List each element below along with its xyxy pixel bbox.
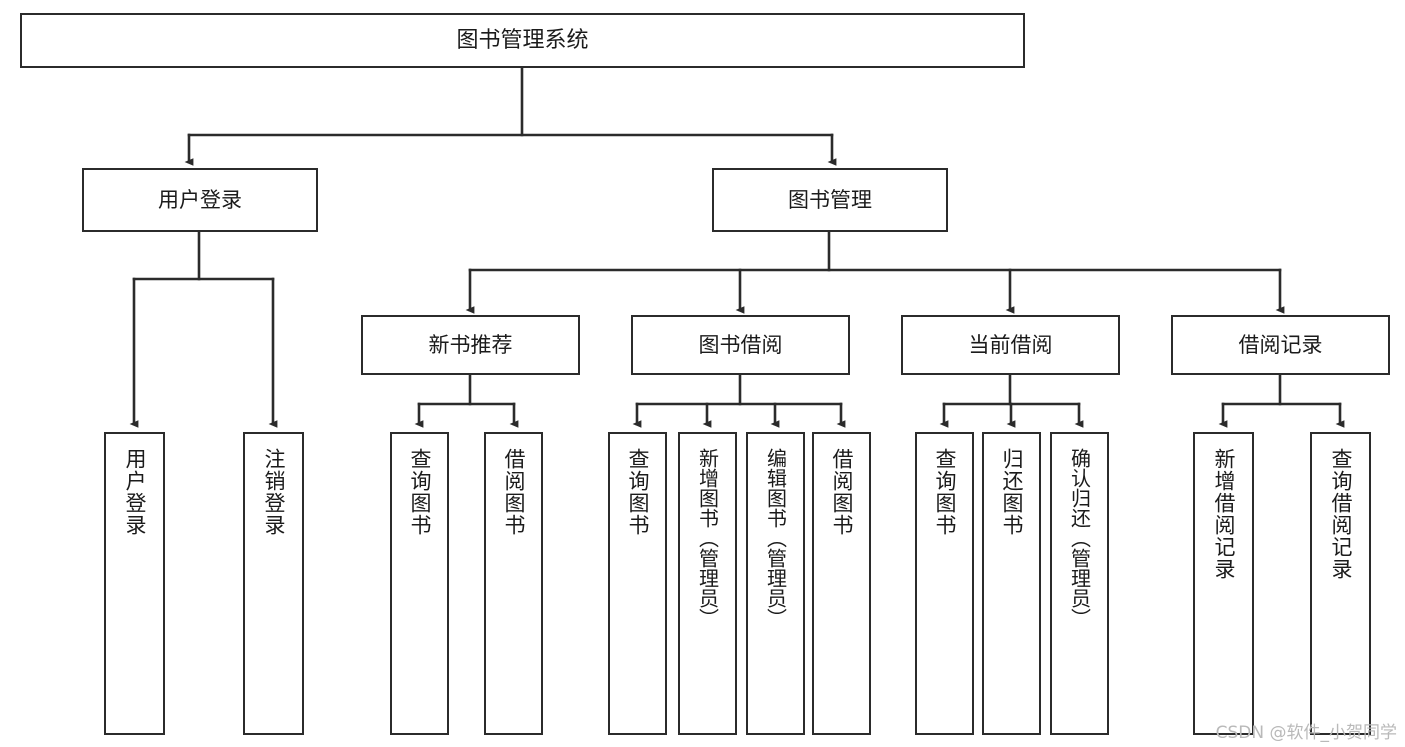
node-leaf-query-book-1[interactable]: 查询图书	[390, 432, 449, 735]
node-leaf-logout-label: 注销登录	[262, 448, 286, 536]
node-borrow-record[interactable]: 借阅记录	[1171, 315, 1390, 375]
node-leaf-borrow-book-1-label: 借阅图书	[502, 448, 526, 536]
node-leaf-confirm-return-label: 确认归还（管理员）	[1067, 448, 1092, 628]
node-current-borrow[interactable]: 当前借阅	[901, 315, 1120, 375]
node-new-book-recommend[interactable]: 新书推荐	[361, 315, 580, 375]
node-root-system[interactable]: 图书管理系统	[20, 13, 1025, 68]
node-user-login-label: 用户登录	[158, 187, 242, 212]
node-leaf-edit-book-label: 编辑图书（管理员）	[763, 448, 788, 628]
node-leaf-add-record-label: 新增借阅记录	[1212, 448, 1236, 580]
node-leaf-borrow-book-2-label: 借阅图书	[830, 448, 854, 536]
node-leaf-user-login[interactable]: 用户登录	[104, 432, 165, 735]
node-root-system-label: 图书管理系统	[456, 27, 589, 53]
node-leaf-add-book[interactable]: 新增图书（管理员）	[678, 432, 737, 735]
node-leaf-query-book-2-label: 查询图书	[626, 448, 650, 536]
node-book-borrow[interactable]: 图书借阅	[631, 315, 850, 375]
node-leaf-borrow-book-1[interactable]: 借阅图书	[484, 432, 543, 735]
node-leaf-borrow-book-2[interactable]: 借阅图书	[812, 432, 871, 735]
node-leaf-logout[interactable]: 注销登录	[243, 432, 304, 735]
node-leaf-query-book-3[interactable]: 查询图书	[915, 432, 974, 735]
node-leaf-query-book-1-label: 查询图书	[408, 448, 432, 536]
node-book-borrow-label: 图书借阅	[698, 332, 783, 357]
node-leaf-query-record[interactable]: 查询借阅记录	[1310, 432, 1371, 735]
node-book-manage-label: 图书管理	[788, 187, 872, 212]
node-new-book-recommend-label: 新书推荐	[428, 332, 513, 357]
node-leaf-add-record[interactable]: 新增借阅记录	[1193, 432, 1254, 735]
node-leaf-query-record-label: 查询借阅记录	[1329, 448, 1353, 580]
node-leaf-query-book-2[interactable]: 查询图书	[608, 432, 667, 735]
node-leaf-return-book[interactable]: 归还图书	[982, 432, 1041, 735]
node-leaf-query-book-3-label: 查询图书	[933, 448, 957, 536]
node-book-manage[interactable]: 图书管理	[712, 168, 948, 232]
node-current-borrow-label: 当前借阅	[968, 332, 1053, 357]
node-leaf-confirm-return[interactable]: 确认归还（管理员）	[1050, 432, 1109, 735]
node-leaf-edit-book[interactable]: 编辑图书（管理员）	[746, 432, 805, 735]
node-leaf-add-book-label: 新增图书（管理员）	[695, 448, 720, 628]
node-user-login[interactable]: 用户登录	[82, 168, 318, 232]
node-borrow-record-label: 借阅记录	[1238, 332, 1323, 357]
node-leaf-user-login-label: 用户登录	[123, 448, 147, 536]
node-leaf-return-book-label: 归还图书	[1000, 448, 1024, 536]
